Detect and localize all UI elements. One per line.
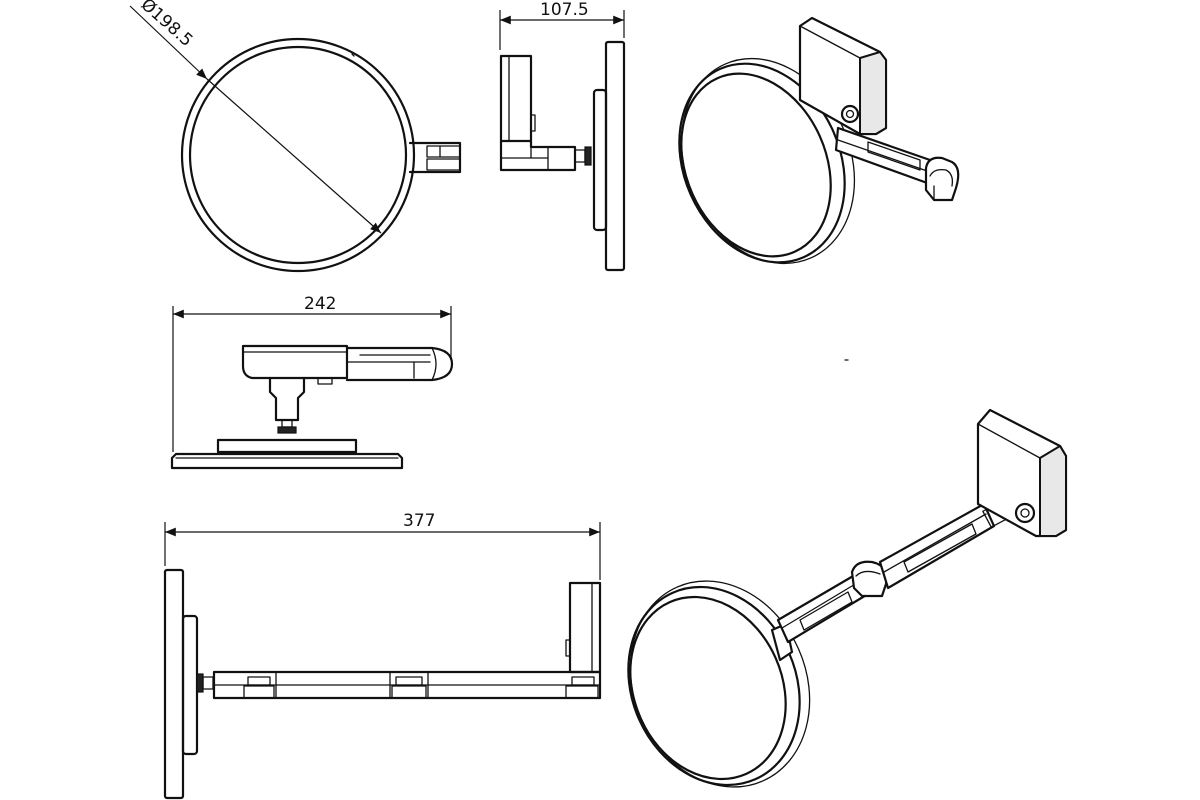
width-extended-label: 377 [403, 511, 435, 531]
side-view: 107.5 [499, 0, 626, 272]
side-view-extended: 377 [163, 511, 602, 800]
width-folded-label: 242 [304, 294, 336, 314]
iso-view-folded [678, 16, 960, 265]
front-view: Ø198.5 [129, 0, 462, 273]
top-view-folded: 242 [170, 294, 454, 470]
diameter-label: Ø198.5 [137, 0, 197, 51]
depth-label: 107.5 [540, 0, 589, 20]
iso-view-extended [627, 408, 1068, 788]
